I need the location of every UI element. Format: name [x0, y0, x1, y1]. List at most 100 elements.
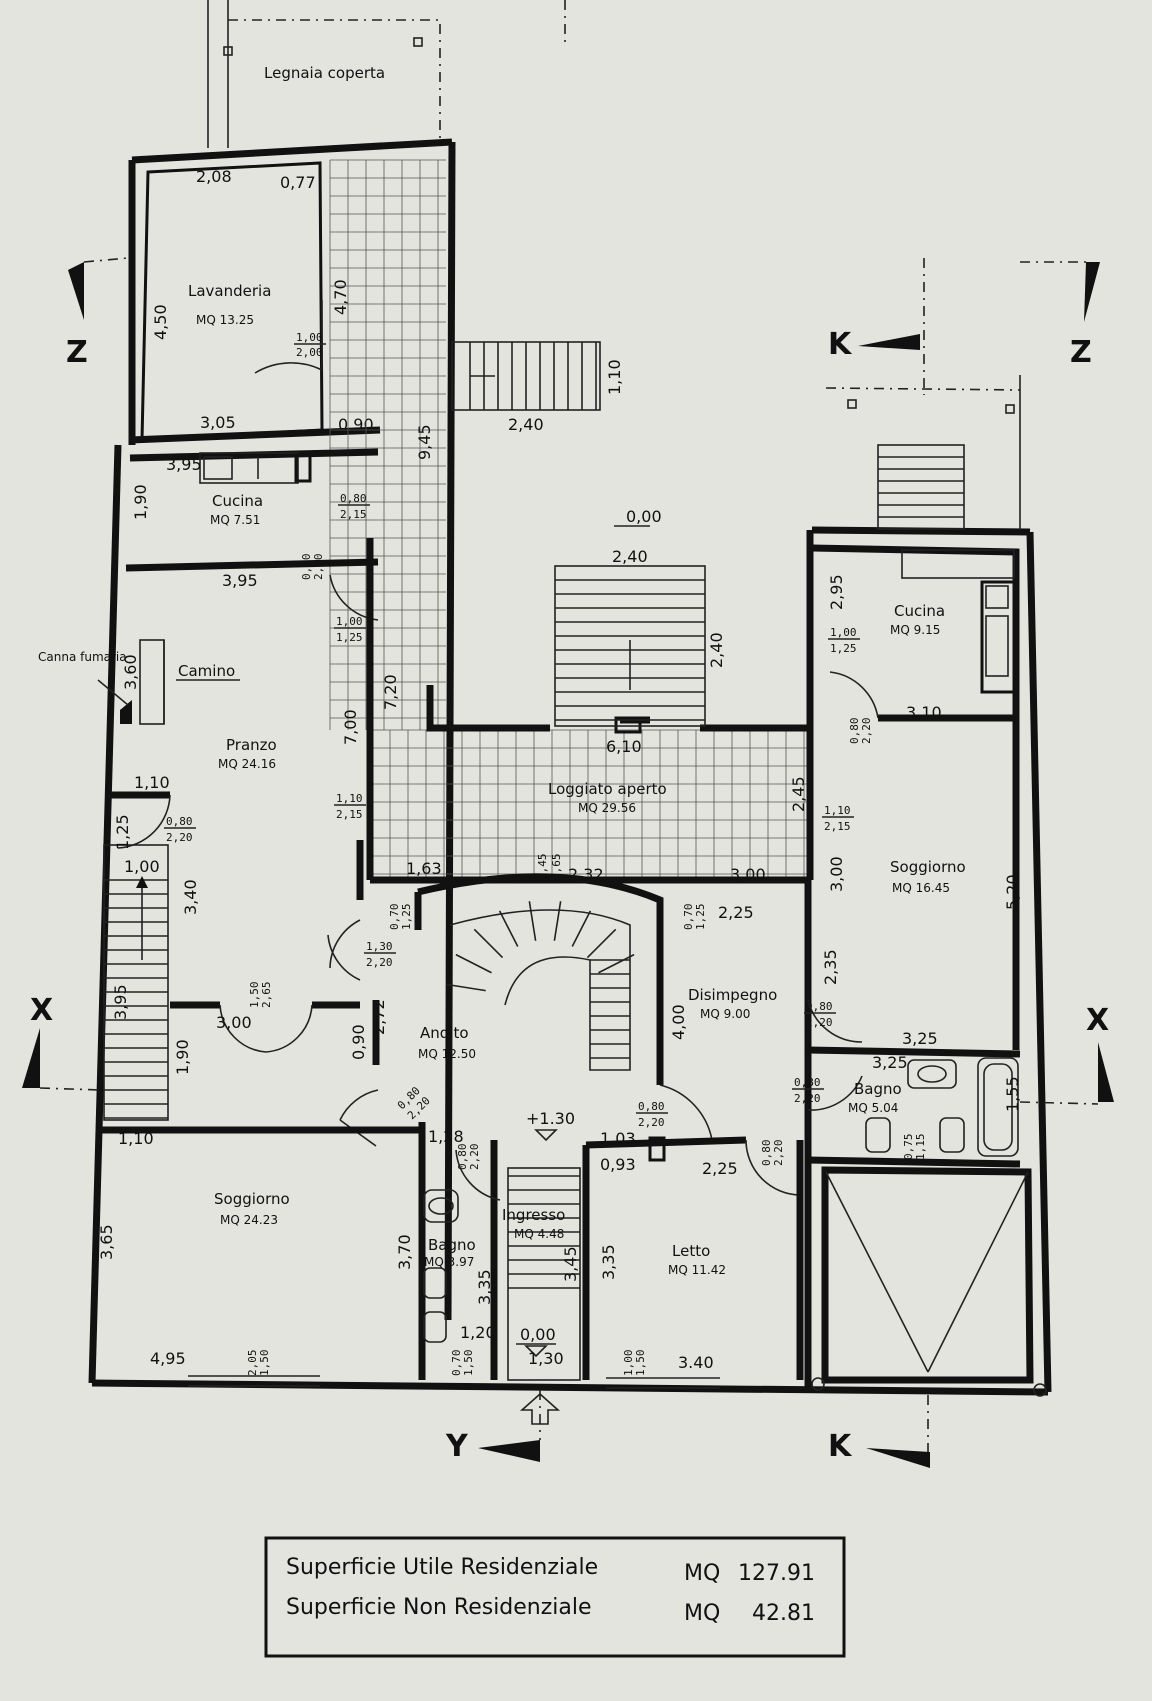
- room-name-cucina-right: Cucina: [894, 602, 945, 620]
- dim-220c: 2,20: [166, 831, 193, 844]
- room-area-cucina-right: MQ 9.15: [890, 623, 940, 637]
- room-name-pranzo: Pranzo: [226, 736, 277, 754]
- area-summary-table: Superficie Utile Residenziale MQ 127.91 …: [264, 1536, 846, 1658]
- section-k-top: K: [828, 327, 853, 362]
- room-area-disimpegno: MQ 9.00: [700, 1007, 750, 1021]
- dim-110b: 1,10: [134, 773, 170, 792]
- drawing-line: [455, 953, 492, 974]
- dim-300b: 3,00: [827, 856, 846, 892]
- room-area-cucina-left: MQ 7.51: [210, 513, 260, 527]
- dim-370: 3,70: [395, 1234, 414, 1270]
- summary-row1-label: Superficie Utile Residenziale: [286, 1555, 598, 1580]
- room-name-cucina-left: Cucina: [212, 492, 263, 510]
- dim-220d: 2,20: [366, 956, 393, 969]
- dim-130c: 1,30: [528, 1349, 564, 1368]
- left-stairs: 1,25 1,00 3,40 3,95 1,90 3,00 1,50 2,65: [103, 814, 360, 1121]
- soggiorno-right-room: 1,10 2,15 3,00 Soggiorno MQ 16.45 5,20 2…: [804, 725, 1022, 1390]
- legnaia-area: [207, 0, 566, 148]
- room-name-disimpegno: Disimpegno: [688, 986, 777, 1004]
- dim-080i: 0,80: [638, 1100, 665, 1113]
- dim-110d: 1,10: [824, 804, 851, 817]
- dim-520: 5,20: [1003, 874, 1022, 910]
- dim-125d: 1,25: [400, 904, 413, 931]
- dim-000a: 0,00: [626, 507, 662, 526]
- room-area-letto: MQ 11.42: [668, 1263, 726, 1277]
- room-area-andito: MQ 12.50: [418, 1047, 476, 1061]
- dim-225a: 2,25: [718, 903, 754, 922]
- drawing-line: [598, 953, 635, 974]
- dim-220j: 2,20: [772, 1140, 785, 1167]
- dim-125a: 1,25: [336, 631, 363, 644]
- summary-row2-value: 42.81: [752, 1601, 815, 1626]
- dim-395b: 3,95: [222, 571, 258, 590]
- dim-110c: 1,10: [336, 792, 363, 805]
- dim-080b: 0,80: [300, 554, 313, 581]
- top-stairs: 1,10 2,40 9,45: [415, 341, 624, 460]
- ingresso-room: Ingresso MQ 4.48 3,45 0,00 1,30: [502, 1167, 581, 1425]
- level-000b: 0,00: [520, 1325, 556, 1344]
- room-area-lavanderia: MQ 13.25: [196, 313, 254, 327]
- dim-103: 1,03: [600, 1129, 636, 1148]
- section-x-right: X: [1086, 1003, 1109, 1038]
- dim-125b: 1,25: [830, 642, 857, 655]
- dim-495: 4,95: [150, 1349, 186, 1368]
- dim-090b: 0,90: [349, 1024, 368, 1060]
- tiled-corridor-grid: [329, 159, 808, 878]
- dim-080e: 0,80: [806, 1000, 833, 1013]
- summary-row2-unit: MQ: [684, 1601, 720, 1626]
- dim-245: 2,45: [789, 776, 808, 812]
- dim-190: 1,90: [131, 484, 150, 520]
- dim-240b: 2,40: [612, 547, 648, 566]
- room-name-soggiorno-right: Soggiorno: [890, 858, 966, 876]
- dim-110e: 1,10: [118, 1129, 154, 1148]
- drawing-line: [528, 901, 537, 941]
- dim-295: 2,95: [827, 574, 846, 610]
- dim-335b: 3,35: [599, 1244, 618, 1280]
- dim-220b: 2,20: [860, 718, 873, 745]
- dim-080h: 0,80: [456, 1144, 469, 1171]
- dim-700: 7,00: [341, 709, 360, 745]
- section-markers: Z Z K K X X Y: [22, 257, 1114, 1468]
- dim-400: 4,00: [669, 1004, 688, 1040]
- section-k-bottom: K: [828, 1429, 853, 1464]
- summary-row1-value: 127.91: [738, 1561, 815, 1586]
- dim-205: 2,05: [246, 1350, 259, 1377]
- level-plus-130: +1.30: [526, 1109, 575, 1128]
- dim-070a: 0,70: [388, 904, 401, 931]
- room-area-ingresso: MQ 4.48: [514, 1227, 564, 1241]
- bagno-right-room: 3,25 Bagno MQ 5.04 0,80 2,20 1,55 0,75 1…: [792, 1046, 1022, 1168]
- dim-365: 3,65: [97, 1224, 116, 1260]
- dim-220g: 2,20: [794, 1092, 821, 1105]
- dim-120: 1,20: [460, 1323, 496, 1342]
- dim-100d: 1,00: [124, 857, 160, 876]
- dim-340b: 3.40: [678, 1353, 714, 1372]
- dim-080d: 0,80: [166, 815, 193, 828]
- pranzo-room: Canna fumaria Camino 3,60 1,00 1,25 7,20…: [38, 615, 400, 849]
- room-area-pranzo: MQ 24.16: [218, 757, 276, 771]
- drawing-line: [553, 901, 562, 941]
- room-name-lavanderia: Lavanderia: [188, 282, 271, 300]
- room-name-andito: Andito: [420, 1024, 469, 1042]
- summary-row2-label: Superficie Non Residenziale: [286, 1595, 592, 1620]
- dim-335a: 3,35: [475, 1269, 494, 1305]
- dim-077: 0,77: [280, 173, 316, 192]
- dim-470: 4,70: [331, 279, 350, 315]
- dim-450: 4,50: [151, 304, 170, 340]
- section-x-left: X: [30, 993, 53, 1028]
- dim-395c: 3,95: [111, 984, 130, 1020]
- dim-150b: 1,50: [462, 1350, 475, 1377]
- central-stair-outline: [554, 565, 706, 727]
- drawing-line: [446, 983, 486, 992]
- dim-080c: 0,80: [848, 718, 861, 745]
- section-z-left: Z: [66, 335, 88, 370]
- summary-row1-unit: MQ: [684, 1561, 720, 1586]
- room-area-soggiorno-right: MQ 16.45: [892, 881, 950, 895]
- dim-240c: 2,40: [707, 632, 726, 668]
- dim-215a: 2,15: [340, 508, 367, 521]
- dim-325b: 3,25: [872, 1053, 908, 1072]
- room-area-loggiato: MQ 29.56: [578, 801, 636, 815]
- dim-155: 1,55: [1003, 1076, 1022, 1112]
- dim-360: 3,60: [121, 654, 140, 690]
